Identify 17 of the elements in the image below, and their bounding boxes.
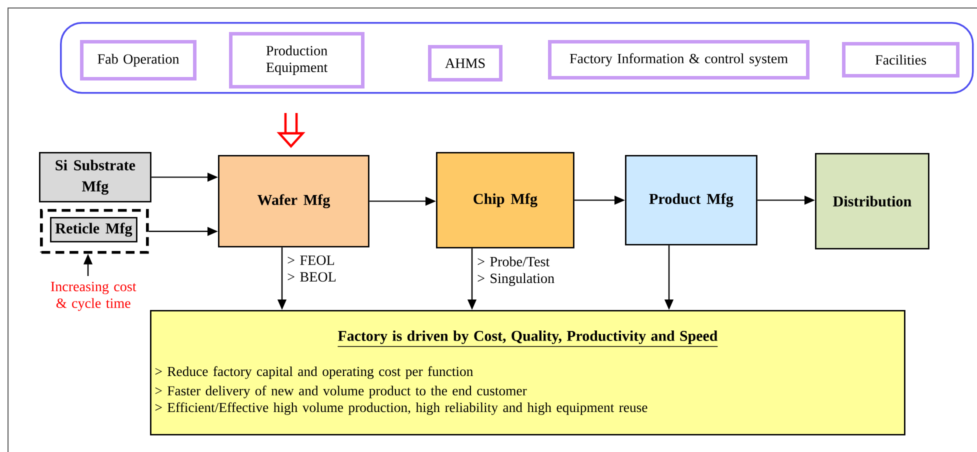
category-box: Production Equipment (229, 32, 365, 88)
category-box: Facilities (842, 42, 960, 78)
note-box: Factory is driven by Cost, Quality, Productivity and Speed > Reduce factory capital and operating cost per function > Faster delivery of new and volume product to the end customer > Efficient/Effective high volume production, high reliability and high equipment reuse (150, 310, 906, 436)
process-box: Distribution (815, 153, 930, 250)
process-box: Reticle Mfg (50, 217, 138, 242)
edge-label: > Probe/Test > Singulation (475, 254, 559, 288)
process-box: Wafer Mfg (218, 155, 370, 248)
process-box: Si Substrate Mfg (39, 152, 152, 202)
category-box: AHMS (428, 45, 503, 82)
group-frame (60, 22, 974, 94)
category-box: Fab Operation (80, 40, 197, 81)
process-box: Product Mfg (625, 155, 758, 246)
edge-label: > FEOL > BEOL (285, 254, 341, 284)
annotation-text: Increasing cost & cycle time (50, 282, 136, 311)
dashed-frame (40, 209, 149, 254)
process-box: Chip Mfg (436, 152, 574, 248)
category-box: Factory Information & control system (548, 40, 810, 80)
